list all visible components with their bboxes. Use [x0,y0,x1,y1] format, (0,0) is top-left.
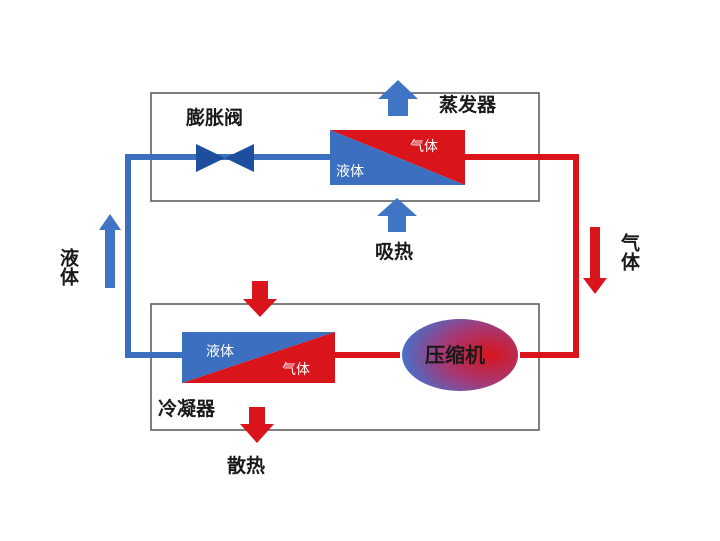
compressor-body [402,319,518,391]
liquid-side-label: 液体 [57,247,79,287]
liquid-pipe [125,154,330,358]
evap-liquid-label: 液体 [336,164,364,180]
arrow-down-icon [583,227,607,294]
cond-gas-label: 气体 [282,362,310,378]
arrow-up-icon [377,198,417,232]
gas-pipe-evap-to-compressor [465,154,579,358]
evap-gas-label: 气体 [410,139,438,155]
evaporator-exchanger [330,130,465,185]
arrow-up-icon [378,80,418,116]
arrow-down-icon [243,281,277,317]
bowtie-valve-icon [196,144,254,172]
evaporator-enclosure [150,92,540,202]
condenser-label: 冷凝器 [158,397,216,420]
arrow-down-icon [240,407,274,443]
gas-side-label: 气体 [618,232,641,272]
evaporator-label: 蒸发器 [439,93,497,116]
release-heat-label: 散热 [227,454,265,477]
expansion-valve-label: 膨胀阀 [185,106,243,129]
compressor-label: 压缩机 [425,343,485,367]
arrow-up-icon [99,214,121,288]
condenser-exchanger [182,332,335,383]
absorb-heat-label: 吸热 [375,240,413,263]
cond-liquid-label: 液体 [206,344,234,360]
condenser-enclosure [150,303,540,431]
